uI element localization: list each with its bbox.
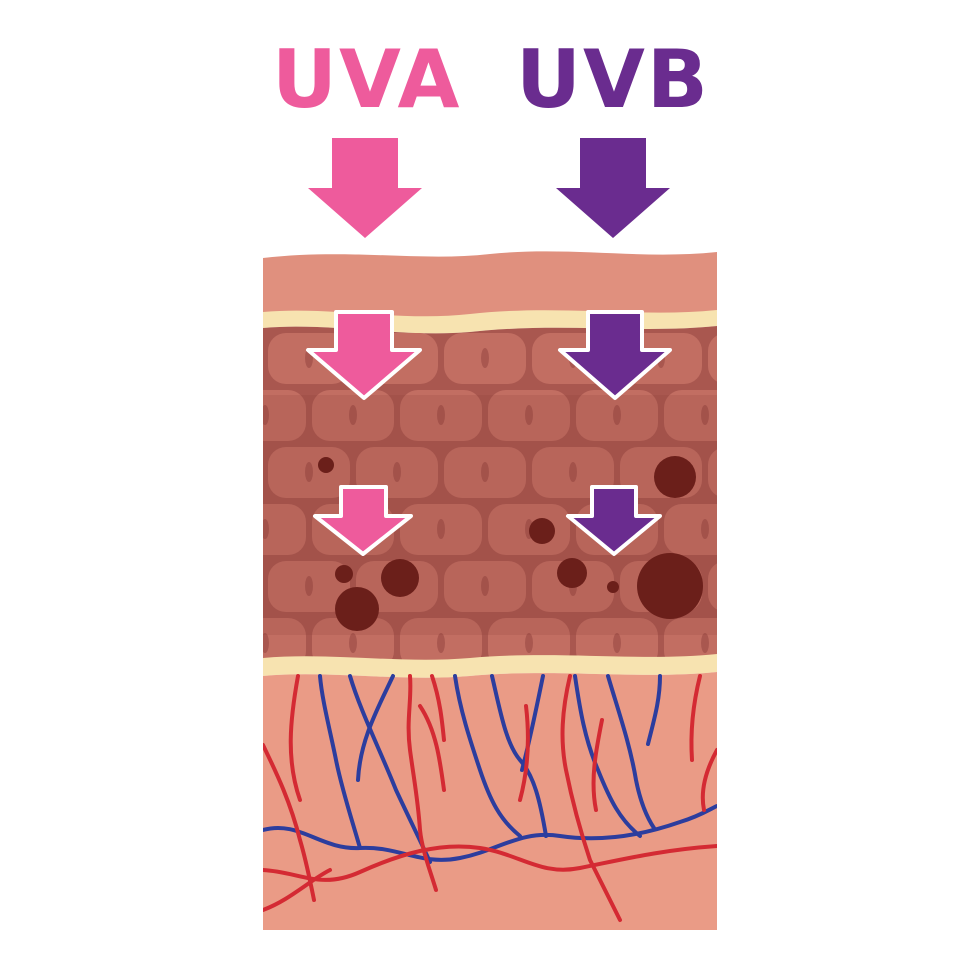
- uvb-arrow-top: [556, 138, 670, 238]
- stratum-band-lower: [263, 654, 717, 678]
- uva-arrow-top: [308, 138, 422, 238]
- epidermis-surface-layer: [263, 240, 717, 320]
- dermis-layer: [263, 672, 717, 930]
